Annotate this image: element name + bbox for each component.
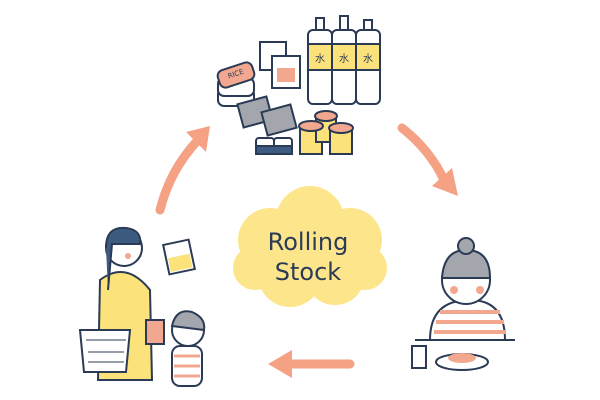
arrow-left bbox=[155, 135, 203, 215]
water-label-3: 水 bbox=[363, 53, 373, 65]
retort-boxes bbox=[259, 41, 301, 89]
title-line2: Stock bbox=[275, 258, 342, 286]
arrow-top-right bbox=[397, 123, 449, 185]
water-label-1: 水 bbox=[315, 53, 325, 65]
cycle-arrows bbox=[155, 123, 449, 369]
cup-foods bbox=[298, 110, 354, 155]
water-bottles bbox=[307, 15, 381, 105]
title-cloud bbox=[233, 186, 387, 307]
cans bbox=[255, 137, 293, 155]
mother-and-child bbox=[78, 226, 206, 387]
water-label-2: 水 bbox=[339, 53, 349, 65]
title-line1: Rolling bbox=[268, 228, 349, 256]
arrowhead-left-icon bbox=[186, 126, 210, 152]
arrowhead-right-icon bbox=[432, 168, 458, 196]
pouches bbox=[236, 95, 298, 137]
child-eating bbox=[411, 237, 515, 371]
stock-supplies: RICE 水 水 水 bbox=[216, 15, 381, 155]
arrowhead-bottom-icon bbox=[268, 350, 292, 378]
rice-packs bbox=[216, 61, 256, 107]
